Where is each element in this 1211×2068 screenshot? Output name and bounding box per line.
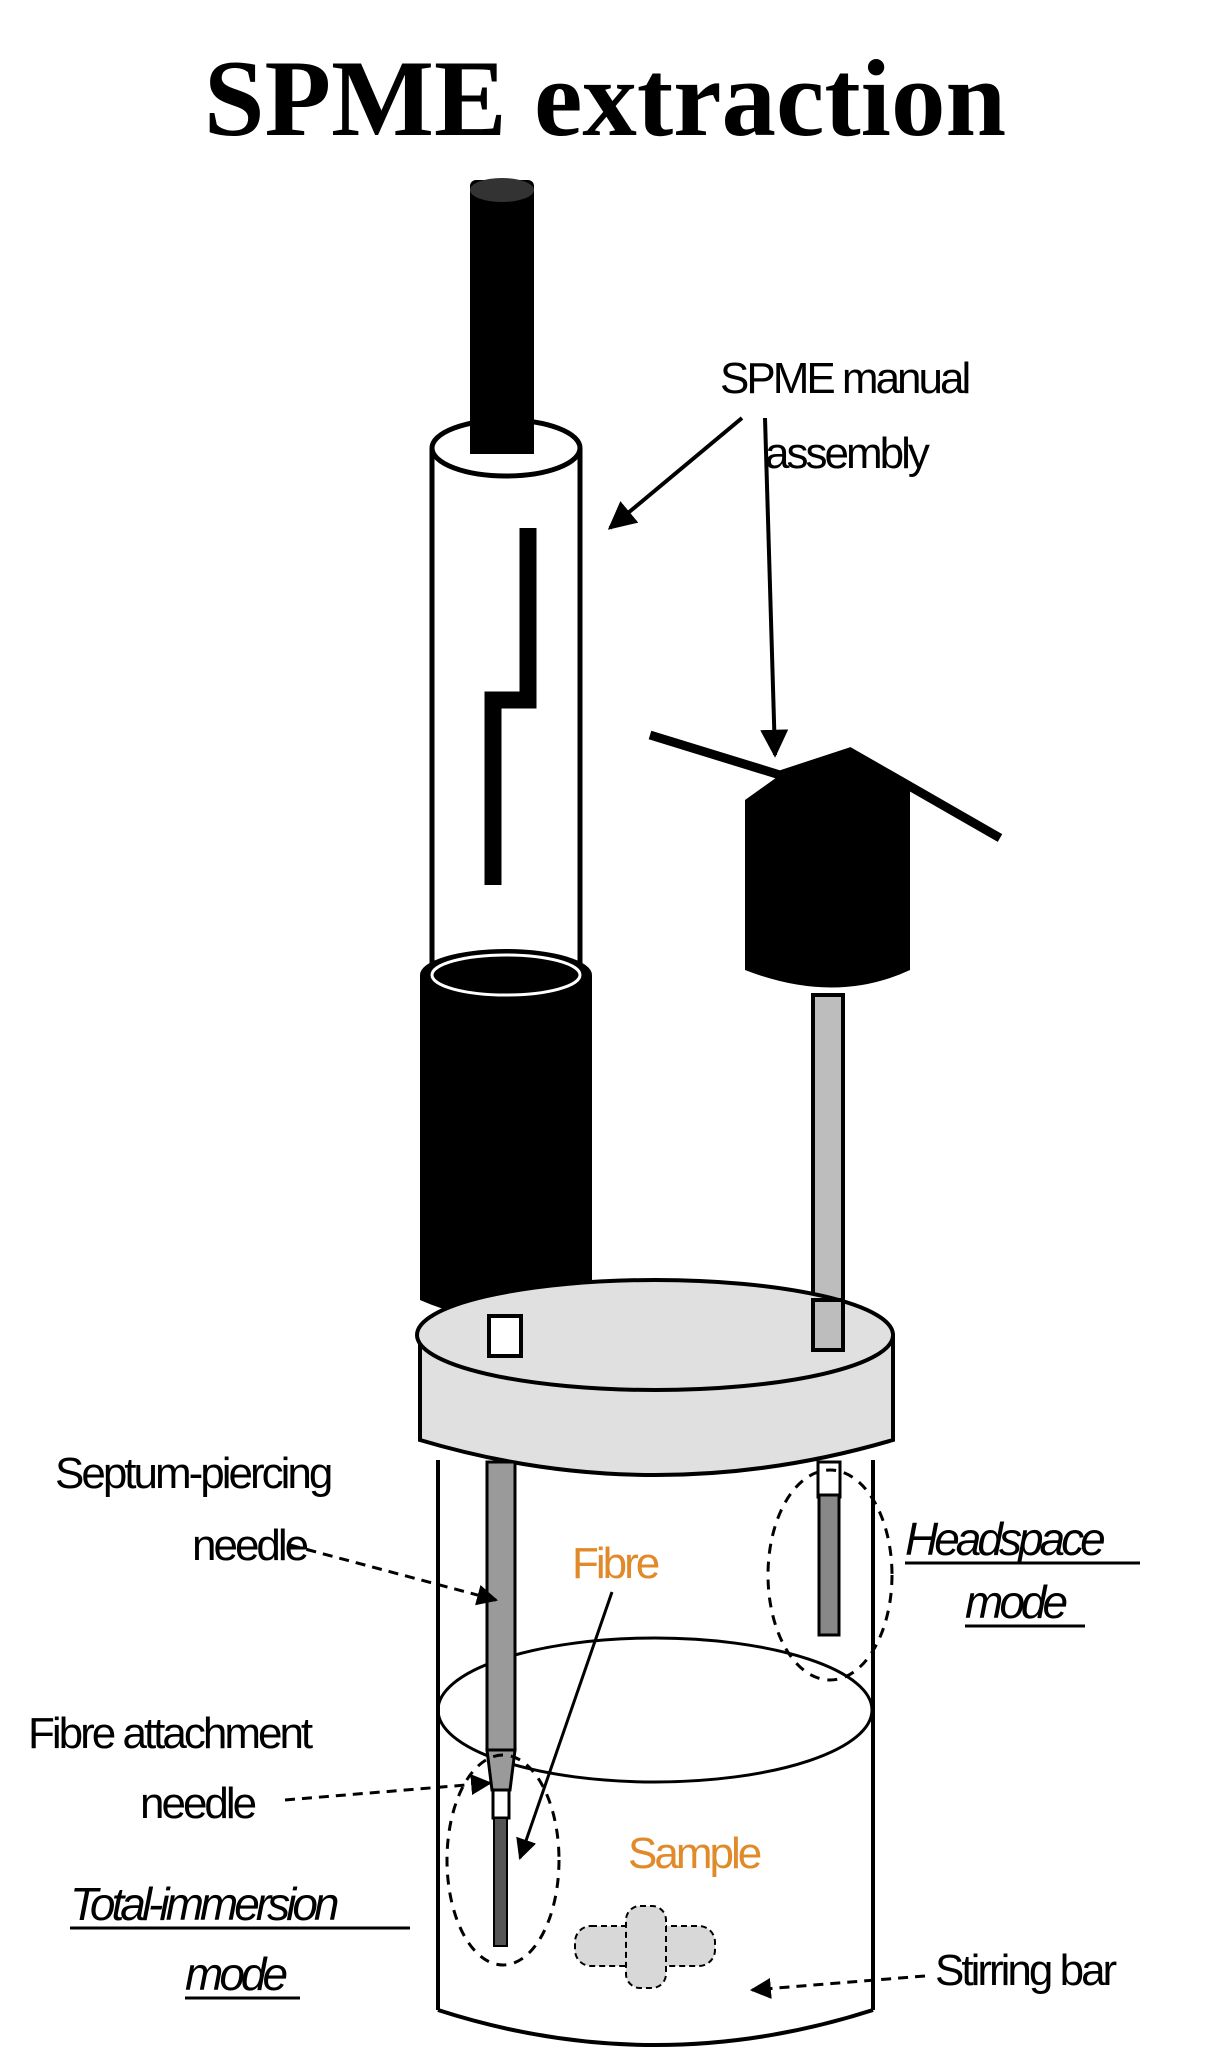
left-spme-holder <box>420 178 592 1358</box>
arrow-assembly-right <box>760 417 789 758</box>
label-assembly-line1: SPME manual <box>720 354 968 403</box>
fibre-total-immersion <box>493 1817 508 1947</box>
fibre-headspace <box>817 1493 841 1637</box>
label-fibre: Fibre <box>572 1539 659 1588</box>
holder-grip <box>420 975 592 1319</box>
z-slot-icon <box>484 528 537 885</box>
vial-body <box>436 1460 875 2047</box>
total-immersion-circle <box>445 1753 561 1967</box>
label-septum-line1: Septum-piercing <box>55 1449 331 1498</box>
label-attachment-line1: Fibre attachment <box>28 1709 313 1758</box>
sample-surface <box>436 1636 874 1784</box>
arrow-fibre-left <box>516 1591 614 1860</box>
right-holder-body <box>745 752 910 988</box>
label-assembly-line2: assembly <box>765 429 930 478</box>
headspace-needle-tip <box>816 1460 842 1499</box>
label-stirring-bar: Stirring bar <box>935 1946 1117 1995</box>
arrow-assembly-left <box>607 416 744 530</box>
plunger-rod-top <box>470 178 534 202</box>
right-needle <box>811 993 845 1347</box>
fibre-attachment-needle <box>491 1788 511 1820</box>
plunger-rod <box>470 180 534 445</box>
septum-needle <box>485 1460 517 1752</box>
label-headspace-line1: Headspace <box>905 1513 1104 1565</box>
arrow-septum <box>289 1543 499 1606</box>
label-sample: Sample <box>628 1829 761 1878</box>
vial-cap <box>415 1278 895 1477</box>
headspace-circle <box>766 1468 894 1682</box>
left-needle-assembly <box>445 1460 561 1967</box>
stirring-bar <box>574 1905 716 1989</box>
arrow-stirring-bar <box>749 1974 926 1999</box>
arrow-attachment <box>284 1774 493 1802</box>
label-immersion-line2: mode <box>185 1948 286 2000</box>
diagram-title: SPME extraction <box>204 38 1006 159</box>
right-spme-holder <box>648 730 1003 1347</box>
label-immersion-line1: Total-immersion <box>70 1878 338 1930</box>
holder-barrel <box>429 448 583 988</box>
label-headspace-line2: mode <box>965 1576 1066 1628</box>
label-attachment-line2: needle <box>140 1779 256 1828</box>
headspace-needle-assembly <box>766 1460 894 1682</box>
